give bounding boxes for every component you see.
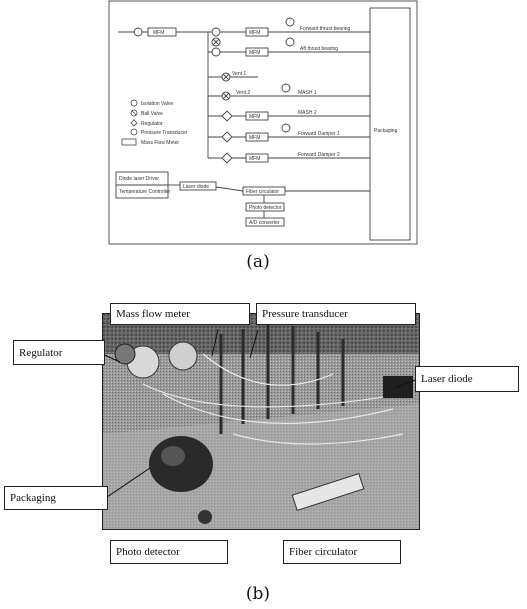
svg-text:Laser diode: Laser diode (183, 184, 209, 190)
svg-text:Vent 2: Vent 2 (236, 90, 250, 96)
svg-text:Mass Flow Meter: Mass Flow Meter (141, 140, 179, 146)
gauge-2 (169, 342, 197, 370)
svg-text:MASH 2: MASH 2 (298, 110, 317, 116)
label-photo-detector: Photo detector (110, 540, 228, 564)
packaging-box (370, 8, 410, 240)
packaging-unit (149, 436, 213, 492)
caption-a: (a) (238, 252, 278, 272)
svg-text:Temperature Controller: Temperature Controller (119, 189, 170, 195)
label-packaging: Packaging (4, 486, 108, 510)
label-laser-diode: Laser diode (415, 366, 519, 392)
photo-drawing (103, 314, 419, 529)
svg-text:MFM: MFM (249, 156, 260, 162)
svg-text:MFM: MFM (249, 50, 260, 56)
svg-text:Forward Damper 2: Forward Damper 2 (298, 152, 340, 158)
svg-text:Vent 1: Vent 1 (232, 71, 246, 77)
svg-text:Fiber circulator: Fiber circulator (246, 189, 279, 195)
svg-text:A/D converter: A/D converter (249, 220, 280, 226)
svg-text:Diode laser Driver: Diode laser Driver (119, 176, 159, 182)
system-schematic: MFM MFM MFM MFM MFM MFM Forward thrust b… (108, 0, 418, 245)
svg-text:Forward thrust bearing: Forward thrust bearing (300, 26, 351, 32)
laser-diode-unit (383, 376, 413, 398)
packaging-box-label: Packaging (374, 128, 398, 134)
label-fiber-circulator: Fiber circulator (283, 540, 401, 564)
svg-text:MFM: MFM (249, 114, 260, 120)
label-mass-flow-meter: Mass flow meter (110, 303, 250, 325)
svg-text:Regulator: Regulator (141, 121, 163, 127)
experimental-setup-photo (102, 313, 420, 530)
photo-detector-unit (198, 510, 212, 524)
svg-text:MFM: MFM (249, 135, 260, 141)
svg-text:Photo detector: Photo detector (249, 205, 282, 211)
svg-text:Forward Damper 1: Forward Damper 1 (298, 131, 340, 137)
svg-text:MFM: MFM (153, 30, 164, 36)
svg-text:Aft thrust bearing: Aft thrust bearing (300, 46, 338, 52)
svg-text:MASH 1: MASH 1 (298, 90, 317, 96)
svg-text:Pressure Transducer: Pressure Transducer (141, 130, 188, 136)
svg-text:Isolation Valve: Isolation Valve (141, 101, 173, 107)
svg-text:MFM: MFM (249, 30, 260, 36)
caption-b: (b) (238, 584, 278, 604)
label-regulator: Regulator (13, 340, 105, 365)
svg-text:Ball Valve: Ball Valve (141, 111, 163, 117)
label-pressure-transducer: Pressure transducer (256, 303, 416, 325)
